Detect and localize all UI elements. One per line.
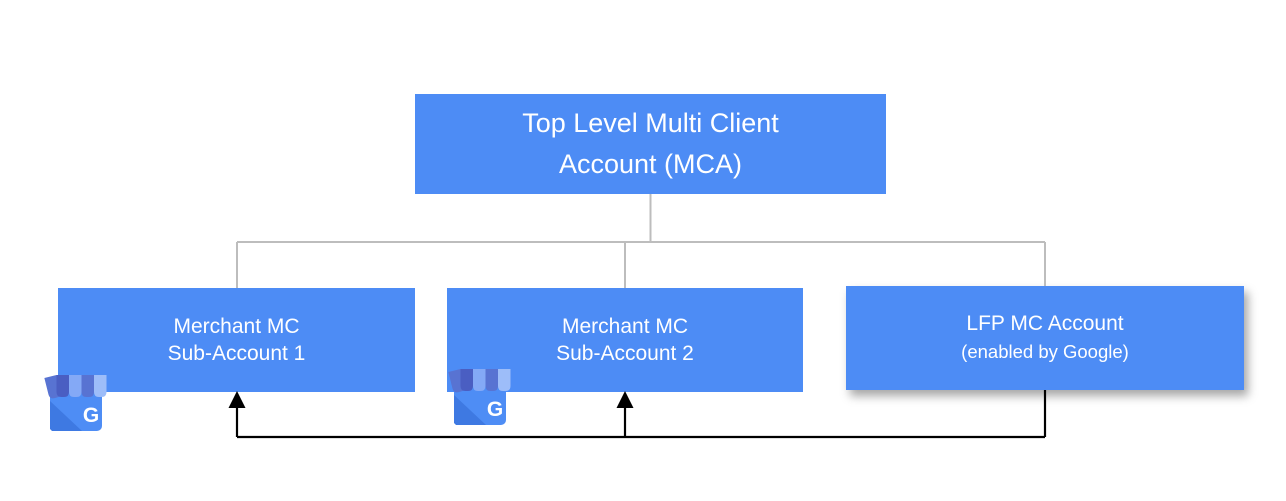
arrowhead-to-sub1 [228,391,246,408]
arrowhead-to-sub2 [616,391,634,408]
node-label-line: Merchant MC [561,315,689,338]
node-top-level-mca: Top Level Multi Client Account (MCA) [415,94,886,194]
node-label-line: Top Level Multi Client [522,108,779,138]
storefront-awning [448,369,511,393]
node-label-line: Sub-Account 1 [167,342,306,365]
node-lfp-mc-account: LFP MC Account (enabled by Google) [846,286,1244,390]
flow-arrow-lines [235,390,1047,439]
storefront-awning [44,375,107,399]
google-g-letter: G [83,404,99,427]
node-label-line: LFP MC Account [966,312,1124,335]
storefront-fold [50,401,82,431]
tree-connector-lines [236,194,1046,288]
node-label-line: Merchant MC [173,315,300,338]
node-label-line: (enabled by Google) [961,341,1129,362]
storefront-fold [454,395,486,425]
google-business-icon: G [42,369,110,431]
google-business-icon: G [446,363,514,425]
node-label-line: Sub-Account 2 [556,342,694,365]
flow-arrowheads [228,391,634,408]
google-g-letter: G [487,398,503,421]
node-merchant-sub-account-1: Merchant MC Sub-Account 1 [58,288,415,392]
node-label-line: Account (MCA) [558,149,743,179]
